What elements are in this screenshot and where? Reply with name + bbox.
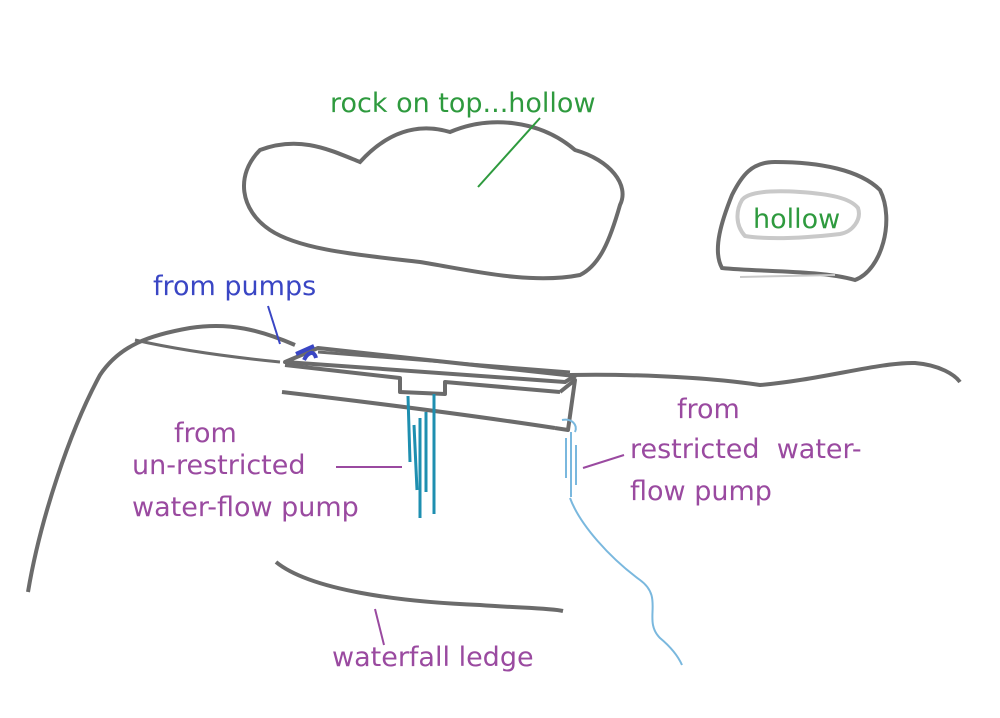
hollow-rock-base-line	[739, 274, 836, 278]
unrestricted-label-line3: water-flow pump	[132, 492, 359, 523]
ground-edge-line	[134, 338, 281, 364]
trough-top-edge	[317, 350, 571, 374]
trough-front	[284, 363, 561, 396]
restricted-label-line3: flow pump	[630, 476, 772, 507]
hollow-label: hollow	[753, 204, 840, 235]
unrestricted-water-streams	[406, 394, 436, 518]
trough-end	[554, 378, 577, 432]
hollow-cavity	[735, 189, 861, 241]
restricted-label-line1: from	[677, 394, 740, 425]
restricted-water-streams	[561, 418, 683, 666]
unrestricted-label-line1: from	[174, 418, 237, 449]
trough-top	[283, 346, 577, 384]
ledge-leader	[374, 608, 385, 646]
unrestricted-label-line2: un-restricted	[132, 450, 306, 481]
trough-bottom	[281, 390, 556, 430]
pump-pipe-end	[295, 344, 318, 361]
rock-outline	[242, 120, 625, 281]
restricted-label-line2: restricted water-	[630, 434, 862, 465]
rock-label: rock on top...hollow	[330, 88, 596, 119]
rock-label-leader	[477, 117, 541, 188]
ledge-label: waterfall ledge	[332, 642, 534, 673]
from-pumps-leader	[267, 305, 281, 345]
waterfall-ledge	[274, 560, 564, 613]
restricted-leader	[582, 454, 625, 469]
from-pumps-label: from pumps	[153, 271, 316, 302]
ground-outline	[26, 324, 962, 593]
